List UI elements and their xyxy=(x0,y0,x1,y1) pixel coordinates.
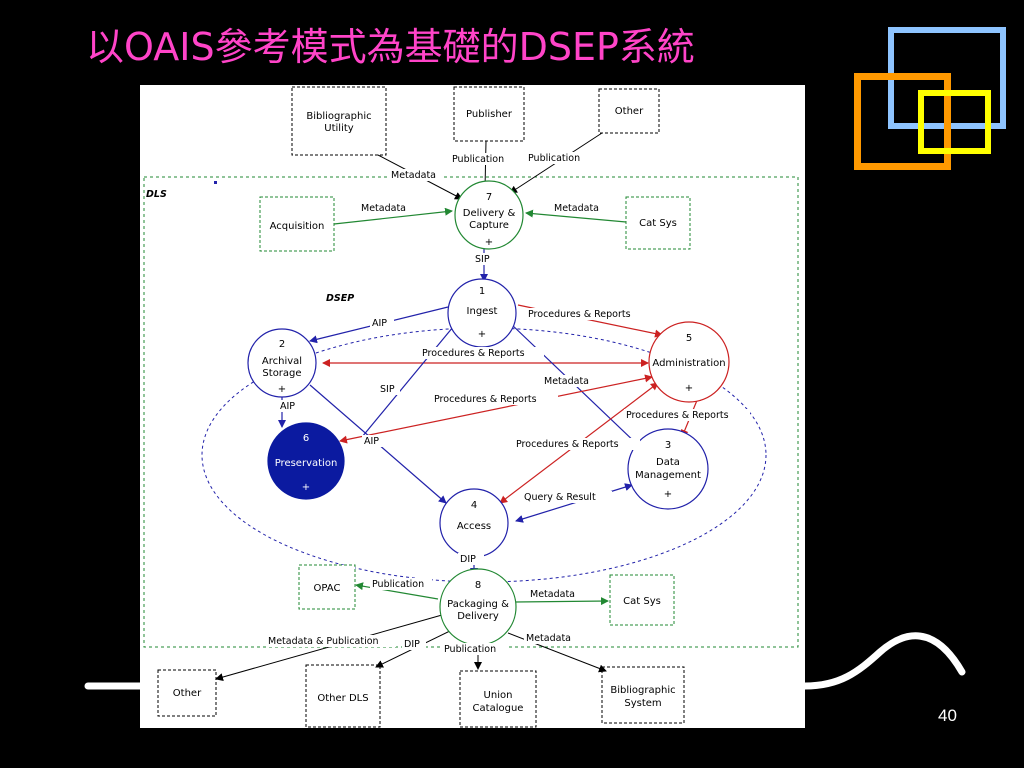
dls-boundary xyxy=(143,176,799,648)
process-number: 1 xyxy=(479,286,485,297)
plus-marker: + xyxy=(302,482,310,493)
edge-label-aip: AIP xyxy=(280,401,295,412)
publisher-label: Publisher xyxy=(466,109,513,120)
decorative-yellow-square xyxy=(918,90,991,154)
process-label-line1: Preservation xyxy=(275,458,338,469)
plus-marker: + xyxy=(478,329,486,340)
edge-label-publication: Publication xyxy=(452,154,504,165)
process-label-line1: Archival xyxy=(262,356,302,367)
process-delivery-capture: 7 Delivery & Capture + xyxy=(454,180,524,250)
opac-label: OPAC xyxy=(314,583,341,594)
process-access: 4 Access xyxy=(439,488,509,558)
opac-box: OPAC xyxy=(298,564,356,610)
slide-title: 以OAIS參考模式為基礎的DSEP系統 xyxy=(86,25,695,69)
other-bottom-label: Other xyxy=(173,688,202,699)
process-number: 8 xyxy=(475,580,481,591)
edge-label-metadata: Metadata xyxy=(530,589,575,600)
edge-label-metadata: Metadata xyxy=(526,633,571,644)
bibliographic-utility-label-line2: Utility xyxy=(324,123,353,134)
edge-packaging-to-opac xyxy=(355,582,439,600)
edge-label-procedures: Procedures & Reports xyxy=(434,394,537,405)
page-number: 40 xyxy=(938,706,957,725)
process-ingest: 1 Ingest + xyxy=(447,278,517,348)
process-number: 4 xyxy=(471,500,477,511)
cat-sys-top-box: Cat Sys xyxy=(625,196,691,250)
process-packaging-delivery: 8 Packaging & Delivery xyxy=(439,568,517,646)
edge-label-sip: SIP xyxy=(475,254,490,265)
dls-label: DLS xyxy=(146,189,167,200)
process-number: 6 xyxy=(303,433,309,444)
oais-dsep-diagram: DLS DSEP Bibliographic Utility Publisher… xyxy=(140,85,805,728)
bibliographic-system-label-line1: Bibliographic xyxy=(610,685,675,696)
cat-sys-bottom-box: Cat Sys xyxy=(609,574,675,626)
edge-label-sip: SIP xyxy=(380,384,395,395)
process-label-line1: Ingest xyxy=(467,306,498,317)
dsep-label: DSEP xyxy=(326,293,354,304)
edge-label-metadata: Metadata xyxy=(554,203,599,214)
other-dls-box: Other DLS xyxy=(305,664,381,728)
cat-sys-top-label: Cat Sys xyxy=(639,218,677,229)
acquisition-box: Acquisition xyxy=(259,196,335,252)
edge-label-aip: AIP xyxy=(372,318,387,329)
edge-label-publication: Publication xyxy=(444,644,496,655)
edge-label-dip: DIP xyxy=(460,554,476,565)
process-number: 7 xyxy=(486,192,492,203)
edge-label-procedures: Procedures & Reports xyxy=(422,348,525,359)
plus-marker: + xyxy=(685,383,693,394)
plus-marker: + xyxy=(278,384,286,395)
plus-marker: + xyxy=(485,237,493,248)
process-preservation: 6 Preservation + xyxy=(267,422,345,500)
other-bottom-box: Other xyxy=(157,669,217,717)
process-data-management: 3 Data Management + xyxy=(627,428,709,510)
edge-label-metadata: Metadata xyxy=(544,376,589,387)
process-label-line1: Access xyxy=(457,521,491,532)
process-label-line2: Delivery xyxy=(457,611,499,622)
union-catalogue-label-line2: Catalogue xyxy=(473,703,524,714)
other-top-box: Other xyxy=(598,88,660,134)
decorative-orange-square xyxy=(854,73,951,170)
edge-label-metadata: Metadata xyxy=(361,203,406,214)
bibliographic-system-box: Bibliographic System xyxy=(601,666,685,724)
bibliographic-system-label-line2: System xyxy=(624,698,661,709)
other-top-label: Other xyxy=(615,106,644,117)
process-label-line2: Management xyxy=(635,470,701,481)
process-label-line1: Data xyxy=(656,457,680,468)
bibliographic-utility-label-line1: Bibliographic xyxy=(306,111,371,122)
edge-label-metadata-publication: Metadata & Publication xyxy=(268,636,379,647)
edge-label-aip: AIP xyxy=(364,436,379,447)
edge-label-procedures: Procedures & Reports xyxy=(528,309,631,320)
process-label-line2: Storage xyxy=(262,368,301,379)
process-label-line1: Packaging & xyxy=(447,599,509,610)
edge-label-metadata: Metadata xyxy=(391,170,436,181)
edge-catsys-to-capture xyxy=(525,209,627,223)
other-dls-label: Other DLS xyxy=(317,693,368,704)
bibliographic-utility-box: Bibliographic Utility xyxy=(291,86,387,156)
edge-packaging-to-catsys xyxy=(514,597,609,606)
union-catalogue-label-line1: Union xyxy=(484,690,513,701)
process-administration: 5 Administration + xyxy=(648,321,730,403)
process-label-line1: Administration xyxy=(652,358,725,369)
edge-acquisition-to-capture xyxy=(333,207,453,225)
process-archival-storage: 2 Archival Storage + xyxy=(247,328,317,398)
process-number: 2 xyxy=(279,339,285,350)
edge-label-publication: Publication xyxy=(528,153,580,164)
cat-sys-bottom-label: Cat Sys xyxy=(623,596,661,607)
dls-marker-dot xyxy=(214,181,217,184)
process-label-line1: Delivery & xyxy=(463,208,516,219)
acquisition-label: Acquisition xyxy=(270,221,325,232)
process-number: 3 xyxy=(665,440,671,451)
edge-label-publication: Publication xyxy=(372,579,424,590)
edge-label-dip: DIP xyxy=(404,639,420,650)
process-label-line2: Capture xyxy=(469,220,509,231)
process-number: 5 xyxy=(686,333,692,344)
edge-label-procedures: Procedures & Reports xyxy=(516,439,619,450)
edge-label-query-result: Query & Result xyxy=(524,492,596,503)
edge-label-procedures: Procedures & Reports xyxy=(626,410,729,421)
publisher-box: Publisher xyxy=(453,86,525,142)
plus-marker: + xyxy=(664,489,672,500)
union-catalogue-box: Union Catalogue xyxy=(459,670,537,728)
